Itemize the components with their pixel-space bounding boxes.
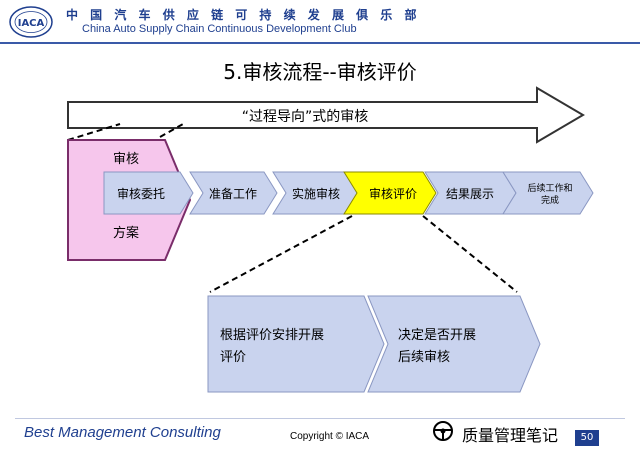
slide-title: 5.审核流程--审核评价 bbox=[223, 60, 417, 84]
plan-top-label: 审核 bbox=[113, 152, 139, 167]
detail-step-decide-line1: 决定是否开展 bbox=[398, 328, 476, 343]
step-follow-up-label-1: 后续工作和 bbox=[527, 182, 572, 194]
banner-text: “过程导向”式的审核 bbox=[242, 109, 369, 125]
detail-step-decide-line2: 后续审核 bbox=[398, 350, 450, 365]
detail-zoom-line-right bbox=[422, 215, 518, 293]
logo-text: IACA bbox=[18, 18, 45, 29]
footer-company: Best Management Consulting bbox=[24, 424, 221, 441]
step-audit-commission bbox=[103, 171, 194, 215]
process-banner-arrow bbox=[67, 86, 585, 144]
step-audit-evaluation-label: 审核评价 bbox=[369, 186, 417, 201]
step-audit-evaluation bbox=[343, 171, 437, 215]
club-name-en: China Auto Supply Chain Continuous Devel… bbox=[82, 23, 357, 35]
plan-bottom-label: 方案 bbox=[113, 225, 139, 241]
step-result-presentation-label: 结果展示 bbox=[446, 187, 494, 201]
footer-copyright: Copyright © IACA bbox=[290, 431, 370, 442]
step-follow-up-label-2: 完成 bbox=[541, 194, 559, 206]
step-preparation bbox=[189, 171, 278, 215]
zoom-line-right bbox=[159, 123, 184, 138]
footer-divider bbox=[15, 418, 625, 419]
step-audit-commission-label: 审核委托 bbox=[117, 186, 165, 201]
watermark-text: 质量管理笔记 bbox=[462, 426, 559, 445]
detail-step-decide bbox=[367, 295, 541, 393]
zoom-line-left bbox=[67, 123, 121, 141]
club-name-cn: 中 国 汽 车 供 应 链 可 持 续 发 展 俱 乐 部 bbox=[66, 8, 421, 22]
page-number: 50 bbox=[575, 430, 599, 446]
iaca-logo: IACA bbox=[9, 6, 53, 38]
detail-step-evaluate-line2: 评价 bbox=[220, 350, 246, 365]
detail-step-evaluate bbox=[207, 295, 385, 393]
step-follow-up bbox=[502, 171, 594, 215]
steering-wheel-icon bbox=[433, 421, 453, 441]
step-conduct-audit-label: 实施审核 bbox=[292, 186, 340, 201]
detail-step-evaluate-line1: 根据评价安排开展 bbox=[220, 328, 324, 343]
detail-zoom-line-left bbox=[209, 215, 353, 293]
header-divider bbox=[0, 42, 640, 44]
step-preparation-label: 准备工作 bbox=[209, 187, 257, 201]
